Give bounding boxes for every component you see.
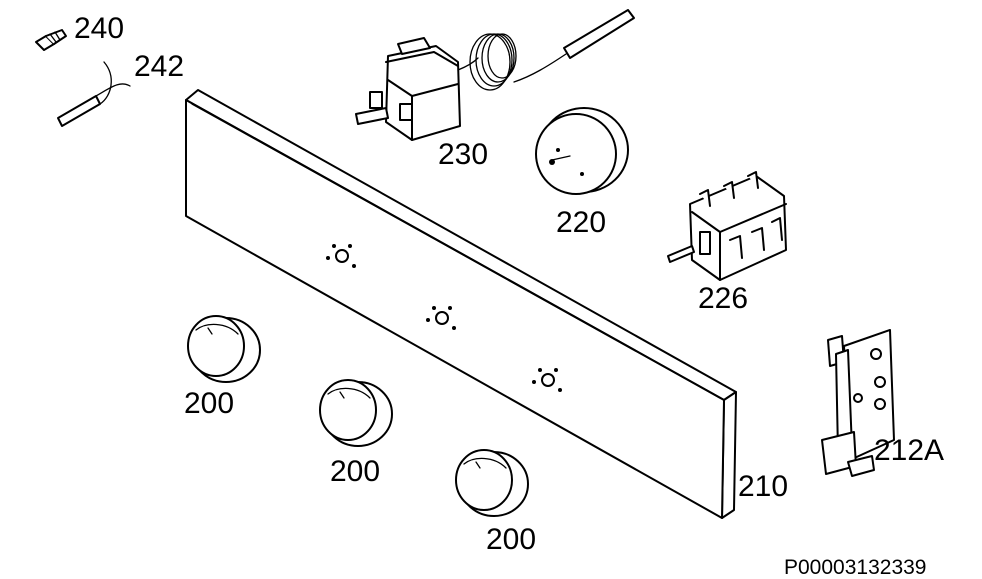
label-242: 242 (134, 50, 184, 83)
knob-mount-3 (532, 368, 562, 392)
reference-code: P00003132339 (784, 556, 926, 579)
thermostat-part (355, 9, 635, 141)
label-240: 240 (74, 12, 124, 45)
wire-part (57, 61, 131, 127)
knob-mount-1 (326, 244, 356, 268)
knob-mount-2 (426, 306, 456, 330)
label-200-knob-2: 200 (330, 455, 380, 488)
bracket-part (821, 329, 895, 477)
knob-part-2 (319, 379, 393, 447)
knob-part-3 (455, 449, 529, 517)
label-230: 230 (438, 138, 488, 171)
control-panel-part (185, 89, 737, 519)
label-226: 226 (698, 282, 748, 315)
label-200-knob-3: 200 (486, 523, 536, 556)
selector-switch-part (667, 171, 787, 281)
label-220: 220 (556, 206, 606, 239)
timer-part (535, 107, 629, 195)
label-200-knob-1: 200 (184, 387, 234, 420)
screw-part (35, 29, 67, 51)
label-210: 210 (738, 470, 788, 503)
label-212A: 212A (874, 434, 944, 467)
knob-part-1 (187, 315, 261, 383)
